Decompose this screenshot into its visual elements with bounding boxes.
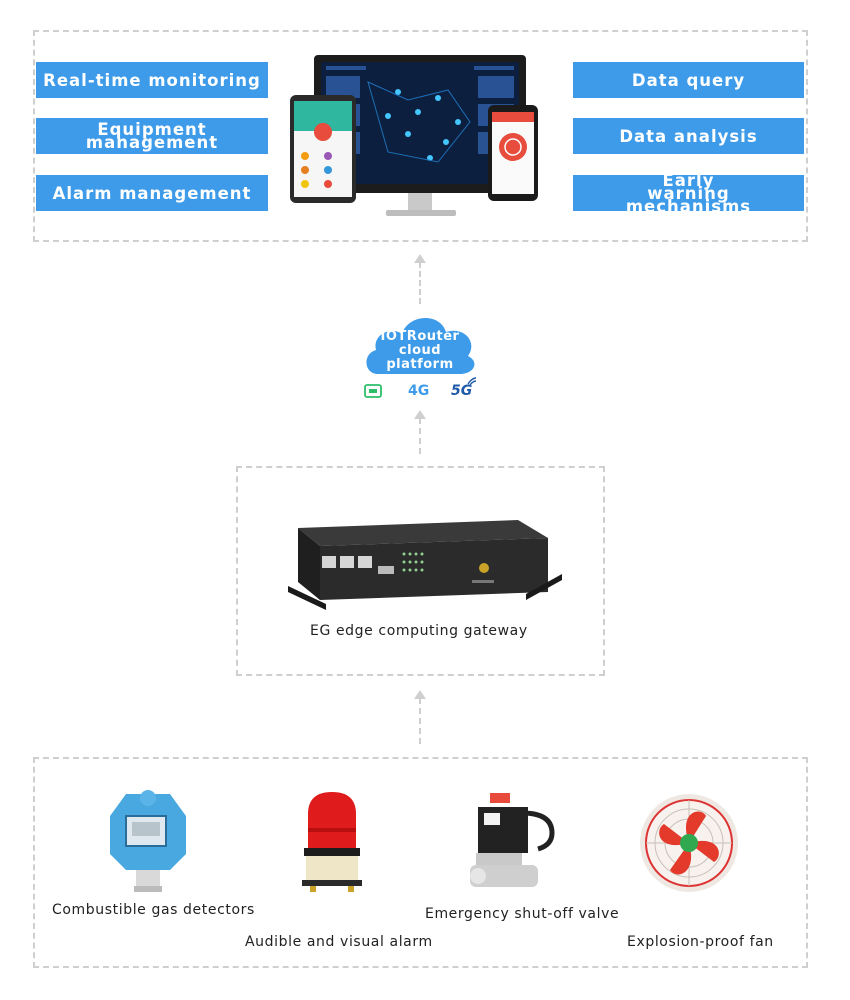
cloud-label-line-2: cloud xyxy=(398,343,442,358)
gateway-to-cloud-arrow-line xyxy=(419,418,421,454)
network-5g-label: 5G xyxy=(451,383,473,399)
cloud-icon xyxy=(366,317,475,374)
feature-data-analysis: Data analysis xyxy=(573,118,804,154)
alarm-caption: Audible and visual alarm xyxy=(245,934,433,950)
fan-caption: Explosion-proof fan xyxy=(627,934,774,950)
audible-visual-alarm-image xyxy=(302,792,362,892)
gateway-caption: EG edge computing gateway xyxy=(310,623,528,639)
edge-gateway-device xyxy=(288,520,562,610)
feature-data-query: Data query xyxy=(573,62,804,98)
devices-to-gateway-arrow-line xyxy=(419,698,421,744)
dashboard-devices-illustration xyxy=(290,55,538,216)
gateway-box xyxy=(236,466,605,676)
five-g-wave-icon xyxy=(467,377,477,386)
gas-detector-image xyxy=(110,790,186,892)
gateway-to-cloud-arrow-head xyxy=(414,410,426,419)
cloud-label-line-3: platform xyxy=(386,357,454,372)
valve-caption: Emergency shut-off valve xyxy=(425,906,620,922)
ethernet-icon xyxy=(364,384,382,398)
shut-off-valve-image xyxy=(470,793,555,887)
feature-equipment-management: Equipment management xyxy=(36,118,268,154)
network-4g-label: 4G xyxy=(408,383,430,399)
cloud-label-line-1: IOTRouter xyxy=(380,329,460,344)
feature-alarm-management: Alarm management xyxy=(36,175,268,211)
cloud-label: IOTRouter cloud platform xyxy=(364,330,476,372)
cloud-to-platform-arrow-head xyxy=(414,254,426,263)
gas-detector-caption: Combustible gas detectors xyxy=(52,902,255,918)
explosion-proof-fan-image xyxy=(640,794,738,892)
platform-box xyxy=(33,30,808,242)
feature-early-warning-mechanisms: Early warning mechanisms xyxy=(573,172,804,214)
cloud-to-platform-arrow-line xyxy=(419,262,421,304)
devices-to-gateway-arrow-head xyxy=(414,690,426,699)
field-devices-box xyxy=(33,757,808,968)
feature-real-time-monitoring: Real-time monitoring xyxy=(36,62,268,98)
